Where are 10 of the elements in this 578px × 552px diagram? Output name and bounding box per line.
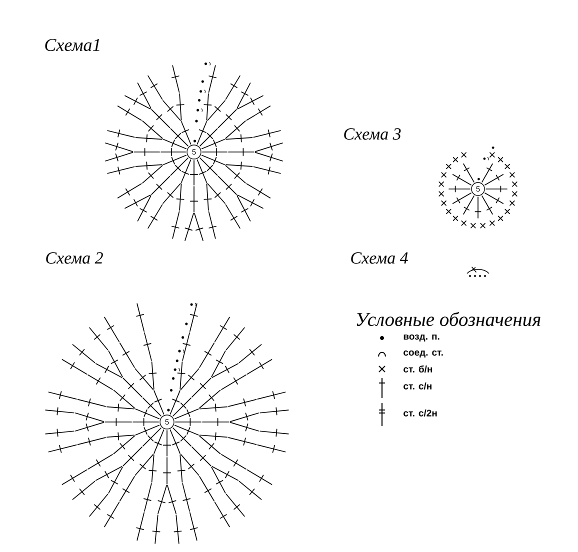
heading: Схема 3 xyxy=(344,128,401,140)
heading: Схема1 xyxy=(45,38,100,52)
legend-text: соед. ст. xyxy=(404,350,443,358)
legend-text: ст. с/н xyxy=(404,382,432,390)
legend-text: ст. с/2н xyxy=(404,409,437,417)
heading: Схема 2 xyxy=(46,252,103,264)
legend-text: возд. п. xyxy=(404,334,440,342)
heading: Схема 4 xyxy=(351,252,408,264)
legend-title: Условные обозначения xyxy=(356,312,540,326)
legend-text: ст. б/н xyxy=(404,365,432,373)
